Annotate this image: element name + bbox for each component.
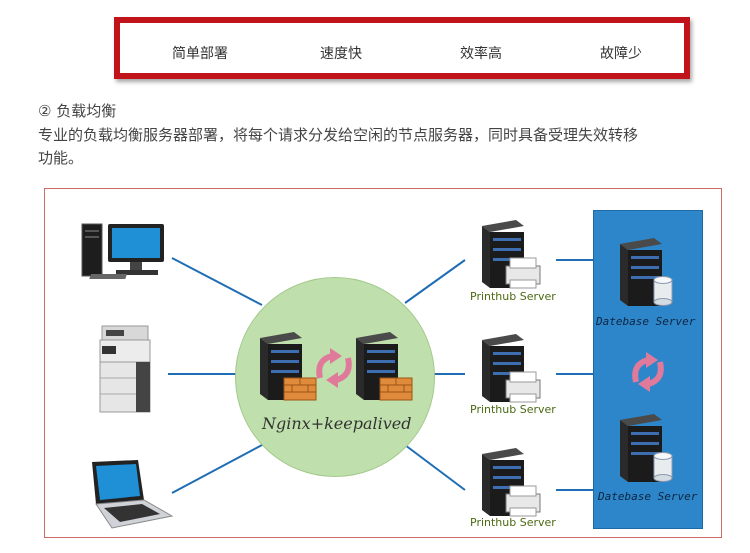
printhub-server-icon [482, 448, 541, 517]
load-balancer-label: Nginx+keepalived [262, 414, 412, 433]
database-server-icon [620, 238, 673, 306]
database-server-icon [620, 414, 673, 482]
section-title: ② 负载均衡 [38, 102, 117, 120]
desktop-computer-icon [81, 223, 164, 279]
failover-arrows-icon [632, 352, 664, 392]
printhub-server-label: Printhub Server [470, 516, 556, 529]
balancer-server-icon [260, 332, 317, 401]
feature-high-efficiency: 效率高 [460, 46, 502, 62]
database-server-label: Datebase Server [598, 490, 698, 503]
printer-copier-icon [99, 325, 151, 413]
connector-laptop [171, 444, 263, 494]
connector-printhub-3 [404, 444, 466, 491]
feature-few-failures: 故障少 [600, 46, 642, 62]
feature-fast-speed: 速度快 [320, 46, 362, 62]
connector-printhub-1 [404, 259, 466, 304]
connector-desktop [171, 257, 263, 306]
printhub-server-icon [482, 220, 541, 289]
database-server-label: Datebase Server [596, 315, 696, 328]
feature-bar: 简单部署 速度快 效率高 故障少 [114, 17, 690, 79]
printhub-server-label: Printhub Server [470, 290, 556, 303]
laptop-icon [92, 460, 174, 529]
printhub-server-label: Printhub Server [470, 403, 556, 416]
printhub-server-icon [482, 334, 541, 403]
feature-simple-deploy: 简单部署 [172, 46, 228, 62]
section-description: 专业的负载均衡服务器部署，将每个请求分发给空闲的节点服务器，同时具备受理失效转移… [38, 126, 639, 167]
balancer-server-icon [356, 332, 413, 401]
failover-arrows-icon [316, 348, 352, 388]
